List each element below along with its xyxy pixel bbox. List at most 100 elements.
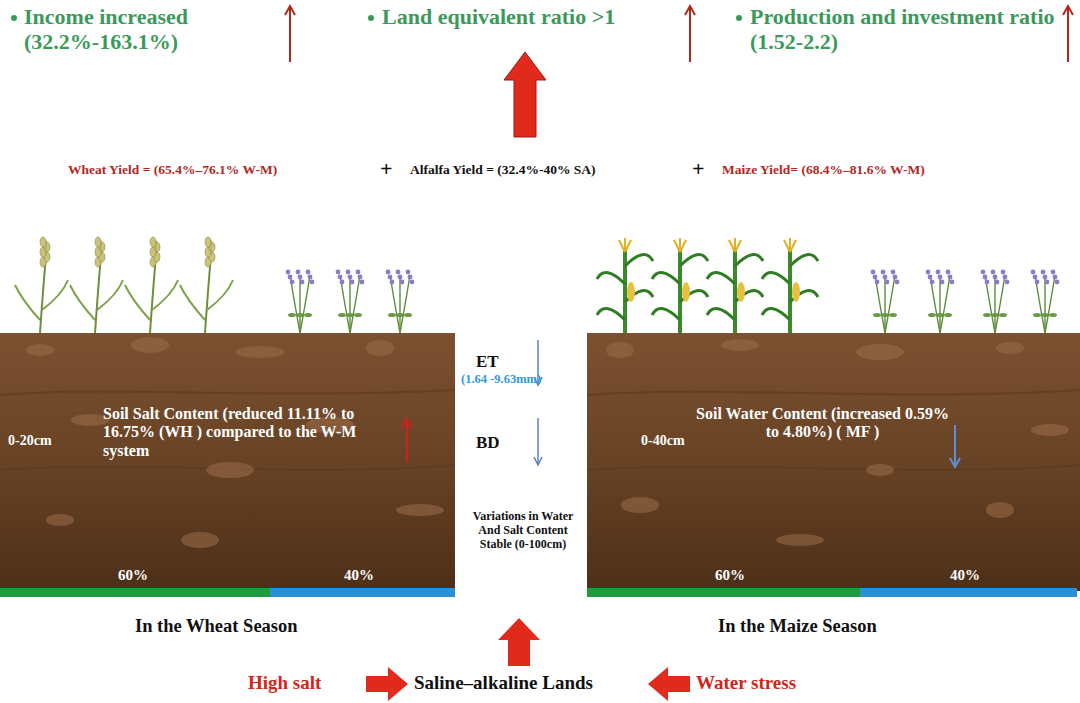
alfalfa-flower xyxy=(936,270,941,275)
text-label: Wheat Yield = (65.4%–76.1% W-M) xyxy=(68,162,277,178)
alfalfa-flower xyxy=(950,280,955,285)
alfalfa-flower xyxy=(310,280,315,285)
crops xyxy=(15,237,1059,333)
alfalfa-flower xyxy=(948,275,953,280)
text-label: Production and investment ratio (1.52-2.… xyxy=(750,4,1060,55)
alfalfa-flower xyxy=(993,275,998,280)
alfalfa-stem xyxy=(390,275,400,333)
strip xyxy=(0,588,270,597)
maize-leaf xyxy=(597,273,625,284)
alfalfa-leaf xyxy=(338,313,346,317)
maize-leaf xyxy=(707,309,735,320)
wheat-grain xyxy=(205,237,211,247)
alfalfa-flower xyxy=(340,280,345,285)
alfalfa-stem xyxy=(340,275,350,333)
wheat-awn xyxy=(101,240,102,255)
text-label: 0-40cm xyxy=(641,433,685,449)
alfalfa-flower xyxy=(338,275,343,280)
stone xyxy=(721,339,759,351)
stone xyxy=(776,534,824,546)
alfalfa-stem xyxy=(300,275,310,333)
text-label: High salt xyxy=(248,672,321,694)
alfalfa-leaf xyxy=(928,313,936,317)
wheat-grain xyxy=(150,237,156,247)
wheat-leaf xyxy=(207,280,233,310)
stone xyxy=(606,342,634,358)
alfalfa-flower xyxy=(1031,270,1036,275)
alfalfa-flower xyxy=(873,275,878,280)
alfalfa-flower xyxy=(871,270,876,275)
alfalfa-leaf xyxy=(873,313,881,317)
stone xyxy=(856,344,904,360)
alfalfa-flower xyxy=(881,270,886,275)
alfalfa-flower xyxy=(995,280,1000,285)
alfalfa-flower xyxy=(1035,280,1040,285)
alfalfa-flower xyxy=(360,280,365,285)
alfalfa-flower xyxy=(893,275,898,280)
text-label: 0-20cm xyxy=(8,433,52,449)
alfalfa-leaf xyxy=(404,313,412,317)
stone xyxy=(236,346,284,358)
text-label: In the Maize Season xyxy=(718,616,877,637)
stone xyxy=(26,344,54,356)
soil-panel: 0-40cm Soil Water Content (increased 0.59… xyxy=(587,333,1080,591)
stone xyxy=(1031,424,1069,436)
text-label: Soil Water Content (increased 0.59% to 4… xyxy=(695,405,950,442)
alfalfa-flower xyxy=(983,275,988,280)
alfalfa-flower xyxy=(300,280,305,285)
wheat-leaf xyxy=(70,285,95,320)
alfalfa-flower xyxy=(926,270,931,275)
text-label: 40% xyxy=(344,567,374,584)
alfalfa-flower xyxy=(981,270,986,275)
text-label: Saline–alkaline Lands xyxy=(414,672,593,694)
stone xyxy=(206,462,254,478)
alfalfa-stem xyxy=(1045,275,1055,333)
wheat-stem xyxy=(205,255,211,333)
alfalfa-stem xyxy=(1035,275,1045,333)
maize-leaf xyxy=(762,273,790,284)
alfalfa-flower xyxy=(940,280,945,285)
alfalfa-flower xyxy=(928,275,933,280)
alfalfa-flower xyxy=(286,270,291,275)
alfalfa-stem xyxy=(930,275,940,333)
maize-leaf xyxy=(680,255,708,266)
block-arrow xyxy=(498,618,540,666)
alfalfa-flower xyxy=(288,275,293,280)
block-arrow xyxy=(366,667,408,701)
maize-leaf xyxy=(707,273,735,284)
maize-leaf xyxy=(790,255,818,266)
alfalfa-leaf xyxy=(354,313,362,317)
wheat-leaf xyxy=(180,285,205,320)
strip xyxy=(860,588,1077,597)
alfalfa-flower xyxy=(1043,275,1048,280)
text-label: Water stress xyxy=(696,672,796,694)
text-label: (1.64 -9.63mm) xyxy=(461,372,541,386)
alfalfa-flower xyxy=(1053,275,1058,280)
maize-leaf xyxy=(597,309,625,320)
alfalfa-flower xyxy=(1041,270,1046,275)
alfalfa-flower xyxy=(356,270,361,275)
stone xyxy=(621,497,659,513)
alfalfa-flower xyxy=(946,270,951,275)
maize-tassel xyxy=(674,238,686,252)
wheat-grain xyxy=(40,237,46,247)
maize-leaf xyxy=(652,309,680,320)
text-label: + xyxy=(692,156,705,181)
stone xyxy=(366,340,394,356)
wheat-leaf xyxy=(152,280,178,310)
maize-ear xyxy=(792,282,800,302)
alfalfa-flower xyxy=(1045,280,1050,285)
wheat-stem xyxy=(40,255,46,333)
alfalfa-flower xyxy=(1055,280,1060,285)
alfalfa-stem xyxy=(995,275,1005,333)
alfalfa-flower xyxy=(290,280,295,285)
alfalfa-leaf xyxy=(304,313,312,317)
alfalfa-stem xyxy=(290,275,300,333)
alfalfa-flower xyxy=(875,280,880,285)
text-label: In the Wheat Season xyxy=(135,616,298,637)
text-label: Maize Yield= (68.4%–81.6% W-M) xyxy=(722,162,925,178)
alfalfa-leaf xyxy=(983,313,991,317)
alfalfa-leaf xyxy=(889,313,897,317)
wheat-awn xyxy=(46,240,47,255)
